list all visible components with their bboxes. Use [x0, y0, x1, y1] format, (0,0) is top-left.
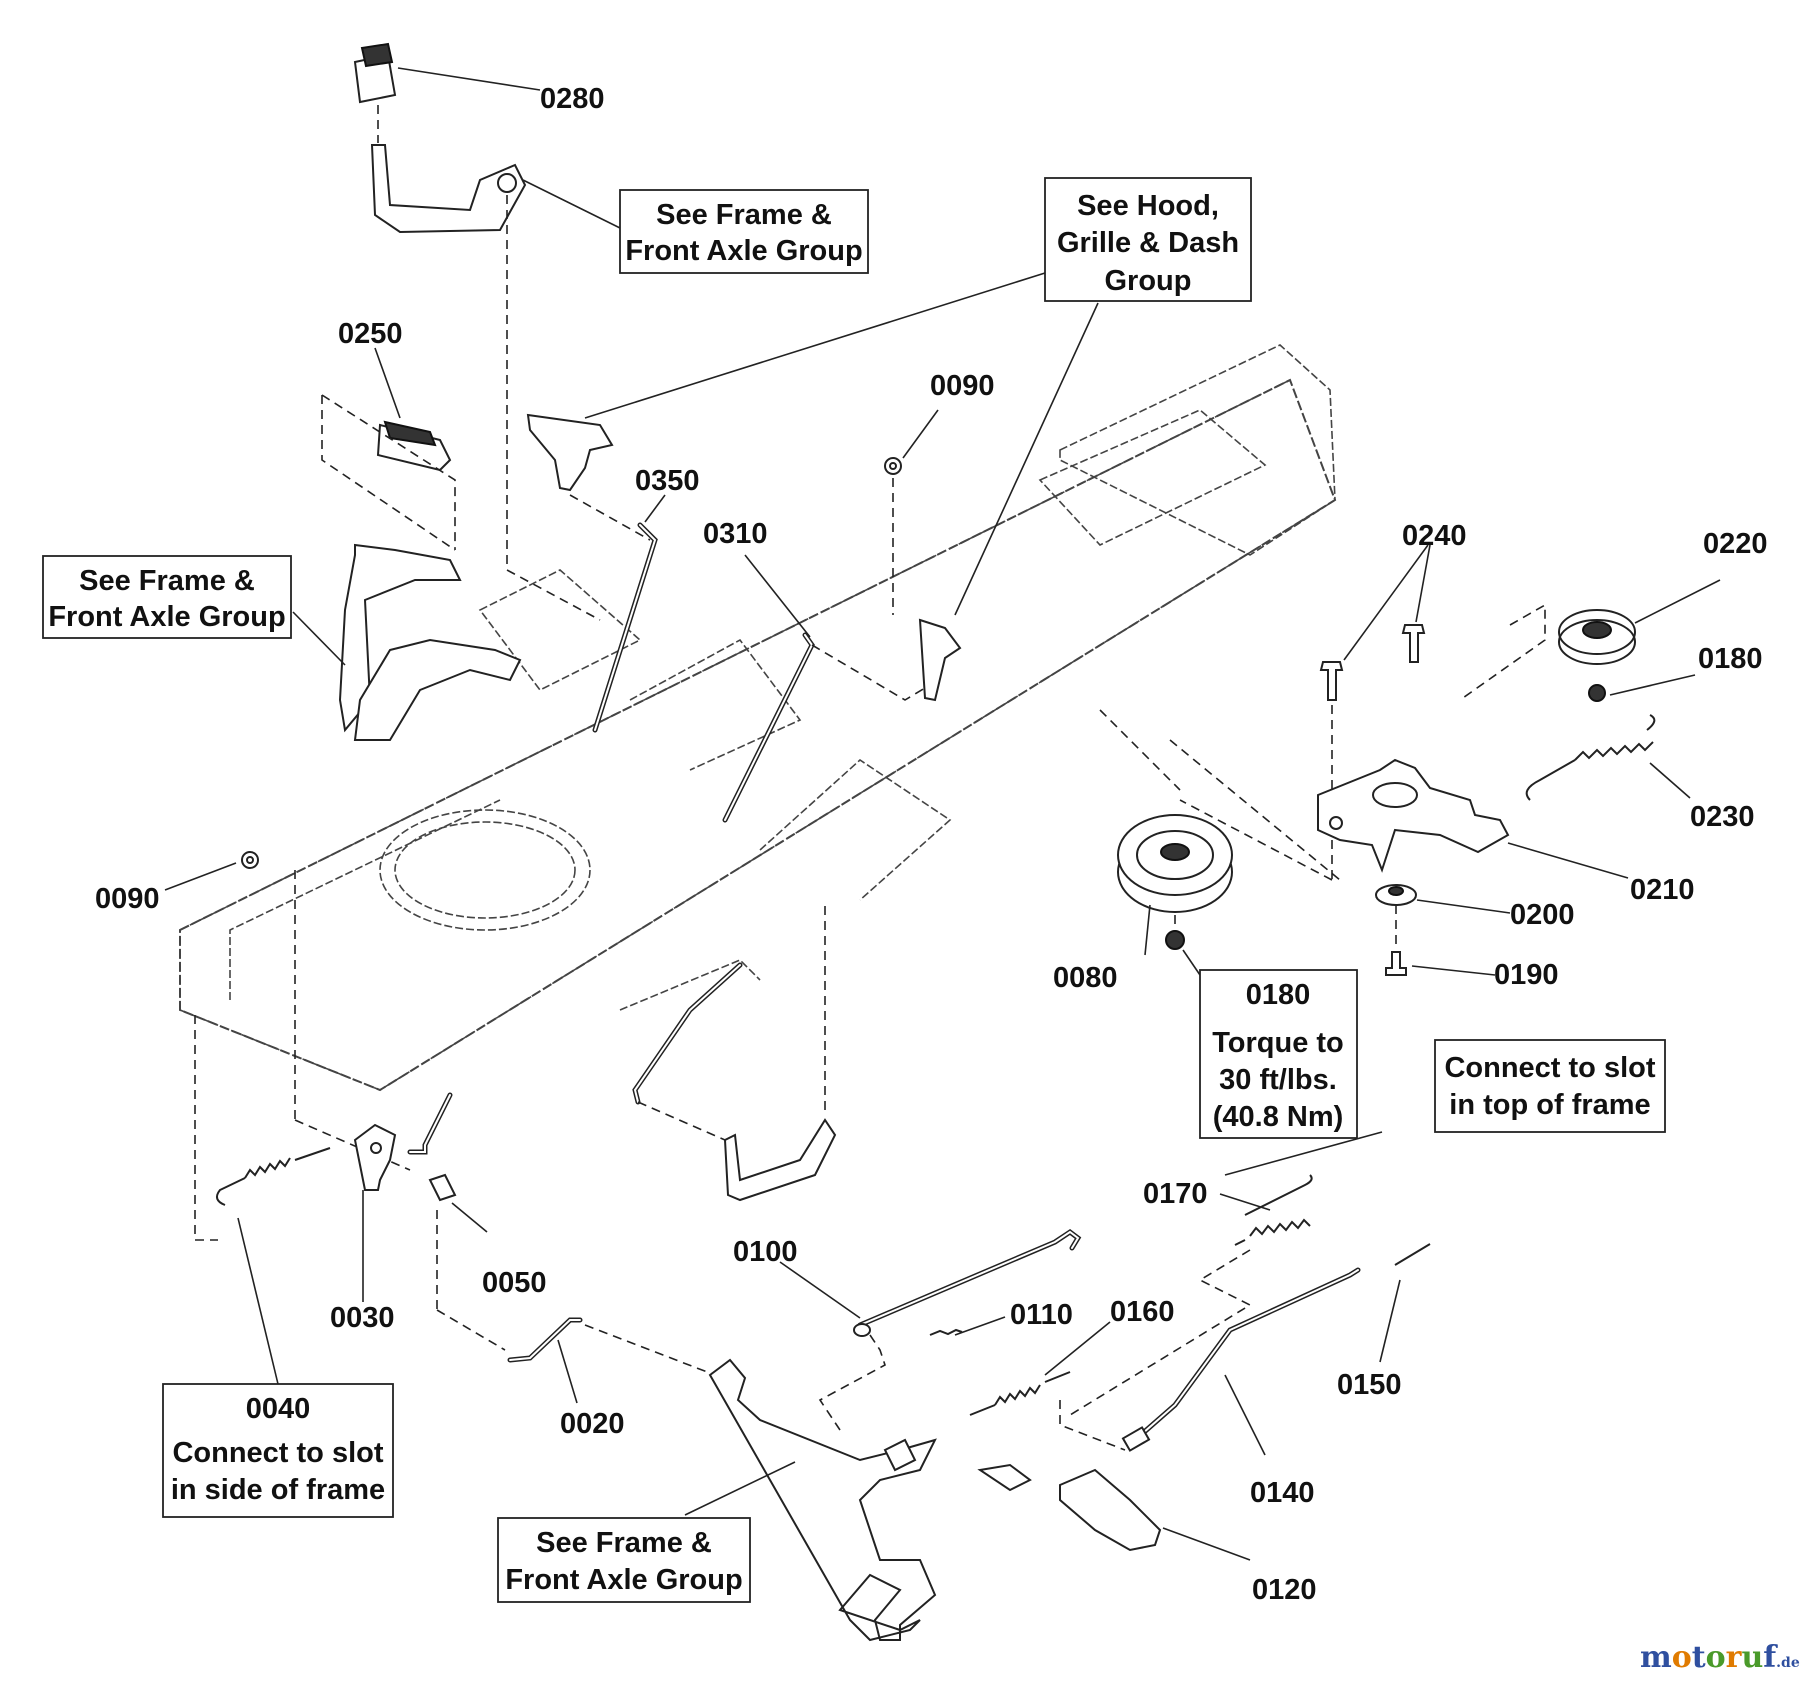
- lower-rod: [632, 962, 743, 1105]
- lever-upper: [370, 144, 527, 234]
- note-connect-side-line1: Connect to slot: [172, 1437, 383, 1469]
- idler-pulley-0220: [1558, 609, 1636, 665]
- note-frame-axle-bottom-line1: See Frame &: [536, 1527, 712, 1559]
- note-hood-grille-dash: See Hood, Grille & Dash Group: [1044, 177, 1252, 302]
- pedal-pad-0120: [1059, 1468, 1162, 1552]
- note-hood-line3: Group: [1105, 265, 1192, 297]
- dash-bracket: [526, 413, 614, 492]
- label-0200: 0200: [1510, 899, 1575, 931]
- note-frame-axle-top-line1: See Frame &: [656, 199, 832, 231]
- note-hood-line2: Grille & Dash: [1057, 227, 1239, 259]
- label-0050: 0050: [482, 1267, 547, 1299]
- nut-0090-left: [241, 851, 259, 869]
- label-0350: 0350: [635, 465, 700, 497]
- note-frame-axle-top-line2: Front Axle Group: [625, 235, 862, 267]
- note-torque-line1: Torque to: [1212, 1027, 1344, 1059]
- spring-0230: [1525, 714, 1656, 801]
- pedal-shaft-assy: [708, 1358, 1032, 1642]
- note-torque-line2: 30 ft/lbs.: [1219, 1064, 1337, 1096]
- label-0120: 0120: [1252, 1574, 1317, 1606]
- pulley-0080: [1117, 814, 1233, 913]
- label-0240: 0240: [1402, 520, 1467, 552]
- spring-0040: [215, 1147, 331, 1206]
- note-connect-side-line2: in side of frame: [171, 1474, 385, 1506]
- note-connect-top-line2: in top of frame: [1449, 1089, 1650, 1121]
- lower-bracket: [723, 1118, 837, 1202]
- leader-lines: [164, 67, 1721, 1561]
- note-torque-part: 0180: [1246, 979, 1311, 1011]
- knob-0280: [353, 42, 397, 104]
- rod-0100: [853, 1228, 1082, 1337]
- spacer-0200: [1375, 884, 1417, 906]
- label-0020: 0020: [560, 1408, 625, 1440]
- note-frame-axle-left: See Frame & Front Axle Group: [42, 555, 292, 639]
- note-torque-line3: (40.8 Nm): [1213, 1101, 1344, 1133]
- label-0180-top: 0180: [1698, 643, 1763, 675]
- label-0310: 0310: [703, 518, 768, 550]
- label-0030: 0030: [330, 1302, 395, 1334]
- label-0160: 0160: [1110, 1296, 1175, 1328]
- spring-0170: [1234, 1174, 1313, 1246]
- label-0250: 0250: [338, 318, 403, 350]
- rod-0140: [1121, 1267, 1361, 1452]
- hook-rod: [407, 1092, 453, 1155]
- pin-0150: [1394, 1243, 1431, 1266]
- note-frame-axle-top: See Frame & Front Axle Group: [619, 189, 869, 274]
- note-connect-side: 0040 Connect to slot in side of frame: [162, 1383, 394, 1518]
- watermark-logo: motoruf.de: [1640, 1640, 1800, 1675]
- label-0170: 0170: [1143, 1178, 1208, 1210]
- label-0110: 0110: [1010, 1299, 1073, 1331]
- pins-0240: [1319, 624, 1426, 701]
- label-0220: 0220: [1703, 528, 1768, 560]
- main-frame: [179, 344, 1337, 1092]
- nut-0180-top: [1588, 684, 1606, 702]
- note-connect-top-line1: Connect to slot: [1444, 1052, 1655, 1084]
- pedal-arm-left: [338, 543, 522, 741]
- nut-0090-top: [884, 457, 902, 475]
- label-0090-top: 0090: [930, 370, 995, 402]
- rod-0020: [507, 1317, 583, 1363]
- label-0080: 0080: [1053, 962, 1118, 994]
- bolt-0050: [428, 1173, 457, 1202]
- note-connect-top: Connect to slot in top of frame: [1434, 1039, 1666, 1133]
- pedal-pad-0250: [376, 420, 452, 472]
- note-connect-side-part: 0040: [246, 1393, 311, 1425]
- spring-0160: [969, 1371, 1071, 1416]
- bellcrank-0030: [353, 1123, 397, 1191]
- note-torque: 0180 Torque to 30 ft/lbs. (40.8 Nm): [1199, 969, 1358, 1139]
- note-frame-axle-left-line1: See Frame &: [79, 565, 255, 597]
- label-0140: 0140: [1250, 1477, 1315, 1509]
- svg-text:motoruf.de: motoruf.de: [1640, 1640, 1800, 1675]
- nut-0180-lower: [1165, 930, 1185, 950]
- note-frame-axle-left-line2: Front Axle Group: [48, 601, 285, 633]
- label-0280: 0280: [540, 83, 605, 115]
- label-0090-left: 0090: [95, 883, 160, 915]
- note-frame-axle-bottom: See Frame & Front Axle Group: [497, 1517, 751, 1603]
- dash-lever-right: [918, 618, 962, 702]
- label-0190: 0190: [1494, 959, 1559, 991]
- bolt-0190: [1385, 951, 1407, 976]
- label-0210: 0210: [1630, 874, 1695, 906]
- clip-0110: [929, 1328, 963, 1336]
- bracket-0210: [1317, 758, 1510, 873]
- rod-0350: [592, 522, 658, 733]
- label-0100: 0100: [733, 1236, 798, 1268]
- note-hood-line1: See Hood,: [1077, 190, 1219, 222]
- part-labels: 0280 0250 0090 0350 0310 0240 0220 0180 …: [95, 83, 1768, 1606]
- note-frame-axle-bottom-line2: Front Axle Group: [505, 1564, 742, 1596]
- label-0150: 0150: [1337, 1369, 1402, 1401]
- label-0230: 0230: [1690, 801, 1755, 833]
